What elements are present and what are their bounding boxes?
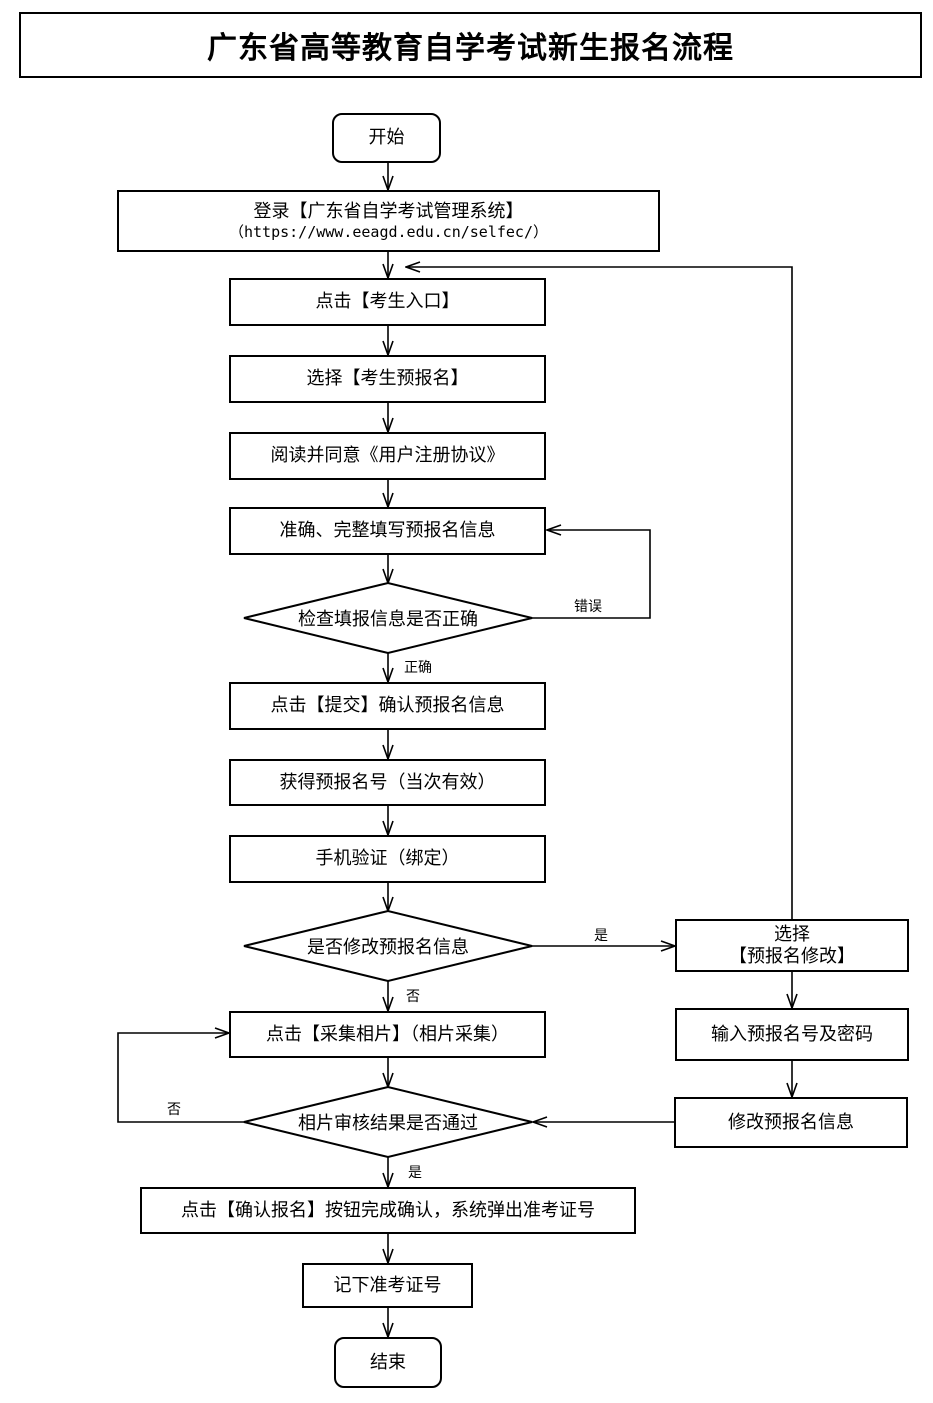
get-number-label: 获得预报名号（当次有效） bbox=[279, 771, 496, 793]
modify-question-label: 是否修改预报名信息 bbox=[307, 937, 469, 958]
fill-info-node: 准确、完整填写预报名信息 bbox=[229, 507, 546, 555]
photo-review-label: 相片审核结果是否通过 bbox=[298, 1113, 478, 1134]
choose-prereg-node: 选择【考生预报名】 bbox=[229, 355, 546, 403]
input-number-pwd-label: 输入预报名号及密码 bbox=[711, 1023, 873, 1045]
login-node: 登录【广东省自学考试管理系统】 （https://www.eeagd.edu.c… bbox=[117, 190, 660, 252]
confirm-reg-node: 点击【确认报名】按钮完成确认，系统弹出准考证号 bbox=[140, 1187, 636, 1234]
choose-modify-label-1: 选择 bbox=[774, 923, 810, 945]
click-entry-label: 点击【考生入口】 bbox=[315, 291, 460, 313]
photo-yes-label: 是 bbox=[408, 1165, 422, 1181]
edge-choosemod-return bbox=[406, 267, 793, 919]
get-number-node: 获得预报名号（当次有效） bbox=[229, 759, 546, 806]
title-box: 广东省高等教育自学考试新生报名流程 bbox=[19, 12, 922, 78]
end-label: 结束 bbox=[370, 1351, 406, 1373]
photo-no-label: 否 bbox=[167, 1102, 181, 1118]
photo-review-label-wrap: 相片审核结果是否通过 bbox=[250, 1104, 526, 1140]
note-number-label: 记下准考证号 bbox=[333, 1274, 442, 1296]
start-label: 开始 bbox=[368, 127, 405, 149]
check-info-label: 检查填报信息是否正确 bbox=[298, 609, 478, 630]
submit-confirm-label: 点击【提交】确认预报名信息 bbox=[270, 695, 505, 717]
input-number-pwd-node: 输入预报名号及密码 bbox=[675, 1008, 909, 1061]
modify-question-label-wrap: 是否修改预报名信息 bbox=[250, 928, 526, 964]
edge-photo-no-loop bbox=[117, 1033, 244, 1123]
check-right-label: 正确 bbox=[404, 660, 432, 676]
check-info-label-wrap: 检查填报信息是否正确 bbox=[250, 600, 526, 636]
collect-photo-label: 点击【采集相片】（相片采集） bbox=[266, 1023, 509, 1045]
choose-prereg-label: 选择【考生预报名】 bbox=[306, 368, 469, 390]
note-number-node: 记下准考证号 bbox=[302, 1263, 473, 1308]
phone-verify-node: 手机验证（绑定） bbox=[229, 835, 546, 883]
modify-info-node: 修改预报名信息 bbox=[674, 1097, 908, 1148]
collect-photo-node: 点击【采集相片】（相片采集） bbox=[229, 1011, 546, 1058]
read-agree-node: 阅读并同意《用户注册协议》 bbox=[229, 432, 546, 480]
page-title: 广东省高等教育自学考试新生报名流程 bbox=[207, 31, 734, 66]
fill-info-label: 准确、完整填写预报名信息 bbox=[279, 520, 496, 542]
read-agree-label: 阅读并同意《用户注册协议》 bbox=[270, 445, 505, 467]
check-wrong-label: 错误 bbox=[574, 599, 602, 615]
login-url: （https://www.eeagd.edu.cn/selfec/） bbox=[229, 222, 548, 241]
phone-verify-label: 手机验证（绑定） bbox=[315, 848, 460, 870]
end-node: 结束 bbox=[334, 1337, 442, 1388]
choose-modify-label-2: 【预报名修改】 bbox=[729, 945, 855, 967]
modify-info-label: 修改预报名信息 bbox=[728, 1111, 854, 1133]
modify-no-label: 否 bbox=[406, 989, 420, 1005]
click-entry-node: 点击【考生入口】 bbox=[229, 278, 546, 326]
edge-check-wrong-loop bbox=[532, 530, 651, 619]
choose-modify-node: 选择 【预报名修改】 bbox=[675, 919, 909, 972]
submit-confirm-node: 点击【提交】确认预报名信息 bbox=[229, 682, 546, 730]
login-label: 登录【广东省自学考试管理系统】 bbox=[253, 200, 524, 222]
modify-yes-label: 是 bbox=[594, 928, 608, 944]
start-node: 开始 bbox=[332, 113, 441, 163]
confirm-reg-label: 点击【确认报名】按钮完成确认，系统弹出准考证号 bbox=[181, 1199, 595, 1221]
